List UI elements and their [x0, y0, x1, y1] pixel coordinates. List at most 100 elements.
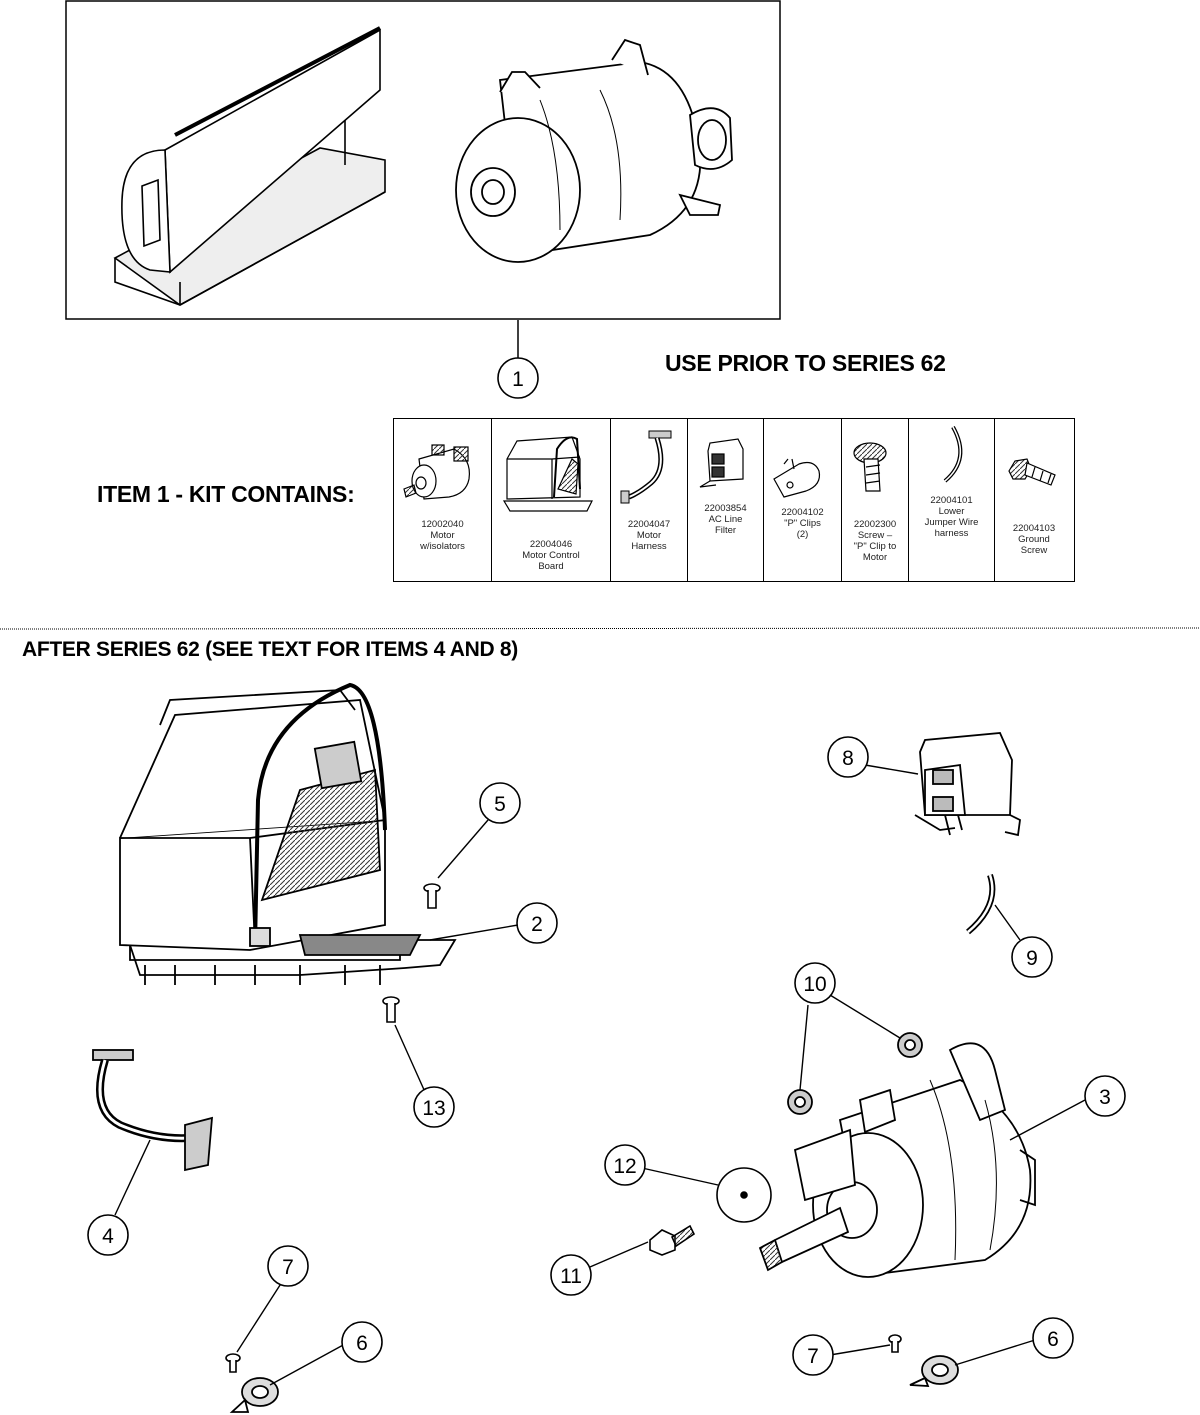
kit-p-clip-thumbnail	[773, 458, 821, 498]
kit-item-motor: 12002040 Motor w/isolators	[394, 419, 492, 581]
callout-10: 10	[794, 962, 836, 1004]
kit-part-name: Harness	[631, 541, 667, 552]
kit-harness-thumbnail	[620, 430, 672, 504]
kit-part-name: AC Line	[708, 514, 743, 525]
callout-label: 6	[1047, 1328, 1059, 1351]
callout-label: 11	[560, 1265, 582, 1288]
kit-item-motor-harness: 22004047 Motor Harness	[611, 419, 688, 581]
callout-6-right: 6	[1032, 1317, 1074, 1359]
kit-part-name: w/isolators	[420, 541, 465, 552]
kit-label-ac-line-filter: 22003854 AC Line Filter	[690, 503, 761, 536]
kit-part-name: Motor	[636, 530, 662, 541]
kit-part-name: Filter	[714, 525, 737, 536]
kit-item-ac-line-filter: 22003854 AC Line Filter	[688, 419, 764, 581]
kit-part-number: 22004103	[1012, 523, 1056, 534]
kit-part-name: Screw –	[857, 530, 893, 541]
callout-label: 2	[531, 913, 543, 936]
kit-part-name: "P" Clips	[784, 518, 821, 529]
kit-clip-screw-thumbnail	[853, 442, 887, 492]
callout-label: 12	[613, 1155, 636, 1178]
motor-control-board-drawing	[119, 682, 457, 985]
kit-contents-table: 12002040 Motor w/isolators 22004046 Moto…	[393, 418, 1075, 582]
kit-label-clip-screw: 22002300 Screw – "P" Clip to Motor	[844, 519, 906, 563]
leader-lines	[114, 764, 1086, 1386]
callout-7-right: 7	[792, 1334, 834, 1376]
screw-7-right-drawing	[888, 1334, 902, 1353]
callout-label: 8	[842, 747, 854, 770]
callout-label: 3	[1099, 1086, 1111, 1109]
kit-part-number: 22002300	[853, 519, 897, 530]
callout-2: 2	[516, 902, 558, 944]
callout-8: 8	[827, 736, 869, 778]
callout-3: 3	[1084, 1075, 1126, 1117]
kit-label-p-clips: 22004102 "P" Clips (2)	[766, 507, 839, 540]
kit-part-name: harness	[934, 528, 969, 539]
bolt-11-drawing	[649, 1224, 696, 1256]
kit-part-name: Lower	[938, 506, 965, 517]
kit-label-jumper-wire: 22004101 Lower Jumper Wire harness	[911, 495, 992, 539]
callout-5: 5	[479, 782, 521, 824]
callout-label: 9	[1026, 947, 1038, 970]
callout-7-left: 7	[267, 1245, 309, 1287]
callout-label: 13	[422, 1097, 445, 1120]
callout-6-left: 6	[341, 1321, 383, 1363]
kit-part-number: 22004101	[930, 495, 973, 506]
callout-4: 4	[87, 1214, 129, 1256]
kit-ground-screw-thumbnail	[1008, 458, 1056, 486]
screw-7-left-drawing	[225, 1353, 241, 1373]
kit-control-board-drawing	[113, 26, 386, 306]
kit-part-number: 22004102	[781, 507, 824, 518]
callout-label: 7	[282, 1256, 294, 1279]
kit-illustration-box	[65, 0, 781, 320]
kit-part-name: Motor	[430, 530, 455, 541]
kit-part-name: Jumper Wire	[924, 517, 979, 528]
p-clip-6-left-drawing	[229, 1377, 279, 1413]
kit-part-number: 12002040	[421, 519, 464, 530]
kit-label-motor: 12002040 Motor w/isolators	[396, 519, 489, 552]
kit-part-name: Motor	[862, 552, 888, 563]
kit-item-clip-screw: 22002300 Screw – "P" Clip to Motor	[842, 419, 909, 581]
kit-motor-drawing	[455, 38, 733, 263]
kit-item-control-board: 22004046 Motor Control Board	[492, 419, 611, 581]
callout-label: 1	[512, 368, 524, 391]
kit-jumper-thumbnail	[943, 426, 963, 483]
kit-item-jumper-wire: 22004101 Lower Jumper Wire harness	[909, 419, 995, 581]
p-clip-6-right-drawing	[909, 1355, 959, 1387]
callout-12: 12	[604, 1144, 646, 1186]
kit-label-motor-harness: 22004047 Motor Harness	[613, 519, 685, 552]
kit-motor-thumbnail	[403, 444, 471, 500]
kit-part-number: 22004046	[529, 539, 573, 550]
kit-label-ground-screw: 22004103 Ground Screw	[997, 523, 1071, 556]
kit-label-control-board: 22004046 Motor Control Board	[494, 539, 608, 572]
kit-part-number: 22004047	[627, 519, 671, 530]
callout-13: 13	[413, 1086, 455, 1128]
kit-board-thumbnail	[502, 436, 593, 512]
motor-3-drawing	[758, 1042, 1036, 1278]
callouts: 1 2 3 4 5 6 6	[87, 357, 1126, 1376]
callout-label: 10	[803, 973, 826, 996]
callout-11: 11	[550, 1254, 592, 1296]
kit-part-name: Ground	[1018, 534, 1050, 545]
callout-label: 4	[102, 1225, 114, 1248]
section-divider	[0, 627, 1200, 630]
callout-9: 9	[1011, 936, 1053, 978]
callout-label: 5	[494, 793, 506, 816]
prior-series-heading: USE PRIOR TO SERIES 62	[665, 350, 946, 376]
washer-12-drawing	[716, 1167, 772, 1223]
ac-line-filter-8-drawing	[914, 732, 1021, 837]
kit-part-number: 22003854	[704, 503, 747, 514]
jumper-wire-9-drawing	[966, 874, 996, 935]
kit-part-name: Board	[538, 561, 564, 572]
kit-contents-heading: ITEM 1 - KIT CONTAINS:	[97, 481, 355, 507]
after-series-heading: AFTER SERIES 62 (SEE TEXT FOR ITEMS 4 AN…	[22, 638, 518, 661]
kit-filter-thumbnail	[699, 438, 744, 488]
kit-part-name: Motor Control	[522, 550, 580, 561]
kit-item-p-clips: 22004102 "P" Clips (2)	[764, 419, 842, 581]
kit-part-name: Screw	[1020, 545, 1048, 556]
screw-13-drawing	[382, 996, 400, 1023]
screw-5-drawing	[423, 883, 441, 909]
callout-1: 1	[497, 357, 539, 399]
kit-part-name: (2)	[796, 529, 809, 540]
